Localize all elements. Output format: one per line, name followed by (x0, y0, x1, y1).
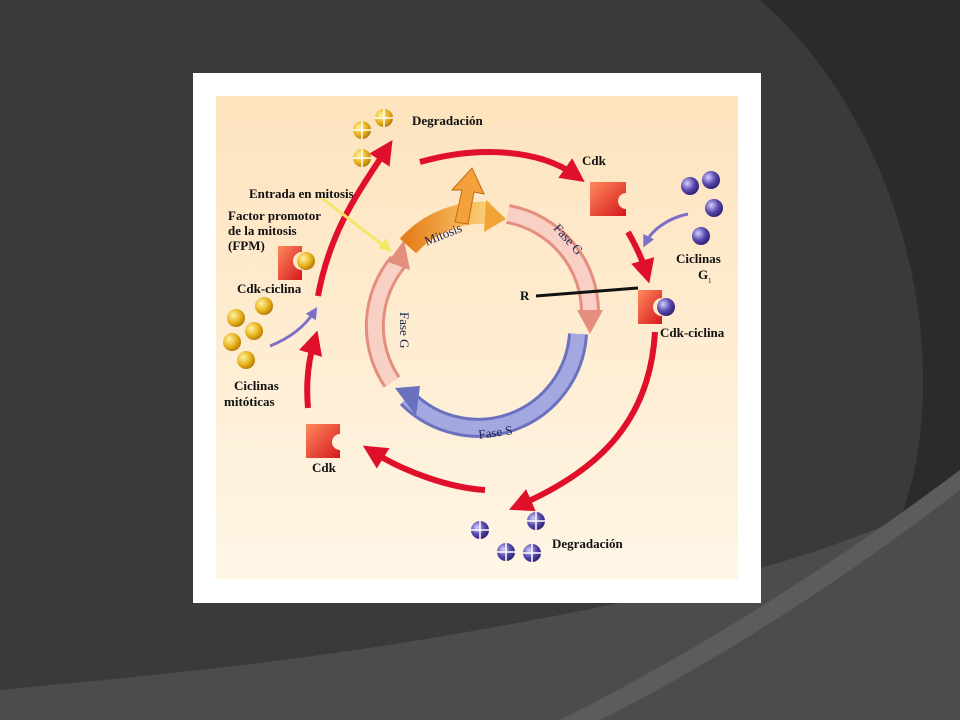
fpm-cdk-cyclin-icon (278, 246, 315, 280)
g1-cyclins (681, 171, 723, 245)
restriction-point-label: R (520, 288, 530, 303)
degradation-top-label: Degradación (412, 113, 484, 128)
degradation-bottom-label: Degradación (552, 536, 624, 551)
phase-s-label: Fase S (477, 422, 513, 442)
cdk-cyclin-left-label: Cdk-ciclina (237, 281, 302, 296)
phase-g-right-arrowhead (577, 310, 603, 334)
g1-cyclins-label-subscript: 1 (708, 277, 712, 285)
fpm-label-line2: de la mitosis (228, 223, 297, 238)
g1-cyclin-binding-arrow (643, 212, 689, 248)
degraded-mitotic-cyclins (353, 109, 393, 167)
arrow-bottom-left (362, 445, 486, 493)
cdk-bottom-left-icon (306, 424, 340, 458)
fpm-label-line1: Factor promotor (228, 208, 321, 223)
cdk-top-right-label: Cdk (582, 153, 607, 168)
degraded-g1-cyclins (471, 512, 545, 562)
mitosis-exit-arrow (450, 167, 485, 225)
mitotic-cyclins (223, 297, 273, 369)
mitotic-cyclin-binding-arrow (269, 306, 318, 348)
restriction-point-line (535, 286, 639, 298)
arrow-to-degradation-bottom (509, 331, 658, 512)
cdk-cyclin-right-label: Cdk-ciclina (660, 325, 725, 340)
mitotic-cyclins-label-line2: mitóticas (224, 394, 275, 409)
phase-g-left-label: Fase G (397, 312, 412, 348)
cdk-cyclin-right-icon (638, 290, 675, 324)
arrow-to-degradation-top (315, 139, 393, 297)
g1-cyclins-label-line1: Ciclinas (676, 251, 721, 266)
phase-mitosis-arrowhead (484, 200, 506, 232)
cdk-top-right-icon (590, 182, 626, 216)
entry-mitosis-arrow (321, 196, 385, 248)
arrow-left-up (299, 330, 323, 409)
phase-mitosis-band (399, 201, 491, 254)
g1-cyclins-label-line2: G (698, 267, 708, 282)
decorative-swoosh (0, 490, 960, 720)
phase-g-left-arrowhead (388, 240, 410, 270)
cell-cycle-ring: Mitosis Fase G Fase S Fase G (364, 167, 603, 442)
phase-s-arrowhead (395, 386, 420, 416)
arrow-right-down (625, 230, 655, 284)
mitotic-cyclins-label-line1: Ciclinas (234, 378, 279, 393)
entry-mitosis-label: Entrada en mitosis (249, 186, 354, 201)
arrow-top-right (419, 149, 585, 182)
fpm-label-line3: (FPM) (228, 238, 265, 253)
outer-cycle-arrows (299, 139, 658, 512)
cdk-bottom-left-label: Cdk (312, 460, 337, 475)
